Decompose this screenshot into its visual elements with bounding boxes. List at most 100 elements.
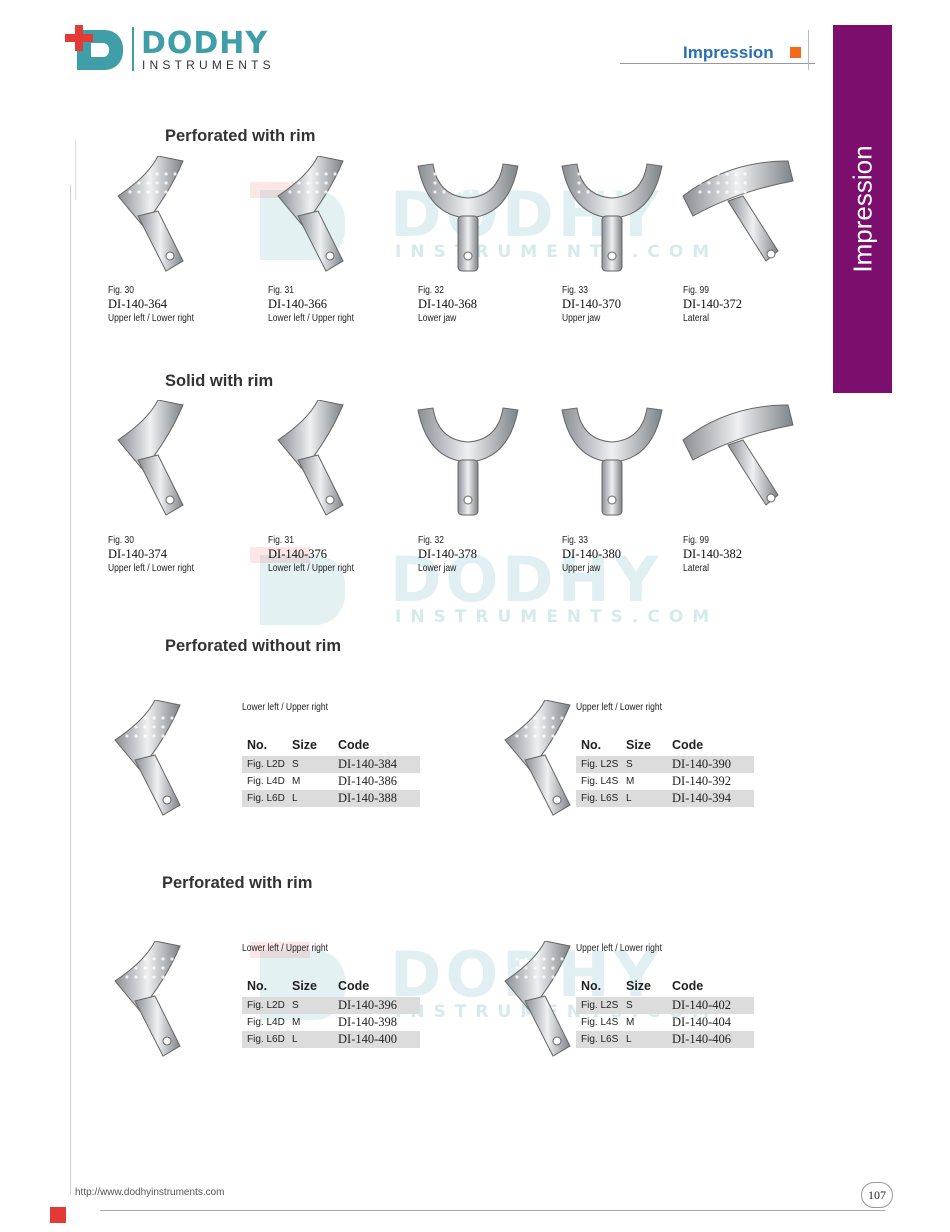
column-header: Code [338,979,370,993]
row-fig: Fig. L4S [581,1017,619,1028]
column-header: No. [581,738,602,752]
product-code: DI-140-378 [418,547,478,561]
column-header: Size [292,979,318,993]
product-fig: Fig. 32 [418,535,444,546]
row-size: M [626,1017,635,1028]
section-title: Solid with rim [165,372,274,390]
tray-image [557,156,667,281]
row-code: DI-140-392 [672,774,732,788]
tray-image [678,400,798,525]
table-caption: Lower left / Upper right [242,702,328,713]
row-fig: Fig. L2D [247,1000,285,1011]
left-margin-rule [70,185,71,1195]
footer-url[interactable]: http://www.dodhyinstruments.com [75,1187,225,1198]
table-header: No. Size Code [242,979,420,997]
row-code: DI-140-404 [672,1015,732,1029]
watermark-subtext: INSTRUMENTS.COM [395,607,719,627]
section-title: Perforated with rim [162,874,313,892]
tray-image [108,155,198,281]
row-fig: Fig. L6S [581,793,619,804]
column-header: Code [672,979,704,993]
column-header: Size [626,979,652,993]
row-fig: Fig. L2D [247,759,285,770]
product-code: DI-140-380 [562,547,622,561]
product-desc: Upper jaw [562,563,601,574]
column-header: Size [626,738,652,752]
section-title: Perforated with rim [165,127,316,145]
product-fig: Fig. 30 [108,285,134,296]
row-code: DI-140-390 [672,757,732,771]
row-code: DI-140-402 [672,998,732,1012]
product-code: DI-140-372 [683,297,743,311]
product-desc: Lateral [683,563,709,574]
product-fig: Fig. 99 [683,535,709,546]
watermark-text: DODHY [390,543,663,616]
table-row: Fig. L2D S DI-140-384 [242,756,420,773]
product-desc: Lateral [683,313,709,324]
row-size: L [626,1034,632,1045]
row-code: DI-140-384 [338,757,398,771]
product-code: DI-140-368 [418,297,478,311]
table-header: No. Size Code [576,979,754,997]
column-header: No. [247,979,268,993]
row-fig: Fig. L2S [581,759,619,770]
row-code: DI-140-388 [338,791,398,805]
column-header: Code [672,738,704,752]
product-desc: Upper jaw [562,313,601,324]
table-header: No. Size Code [576,738,754,756]
product-fig: Fig. 33 [562,285,588,296]
tray-image [413,400,523,525]
column-header: No. [247,738,268,752]
table-row: Fig. L4S M DI-140-404 [576,1014,754,1031]
footer-red-square [50,1207,66,1223]
product-desc: Lower jaw [418,563,457,574]
row-size: S [626,1000,633,1011]
product-code: DI-140-364 [108,297,168,311]
sidebar-label: Impression [847,145,877,273]
row-code: DI-140-406 [672,1032,732,1046]
watermark-mark [260,555,345,625]
product-fig: Fig. 30 [108,535,134,546]
header-title: Impression [683,43,774,62]
tray-image [495,940,585,1066]
product-desc: Lower left / Upper right [268,563,354,574]
product-desc: Lower left / Upper right [268,313,354,324]
brand-logo: DODHY INSTRUMENTS [65,25,300,75]
table-caption: Lower left / Upper right [242,943,328,954]
tray-image [495,699,585,825]
watermark-cross [250,547,310,563]
product-fig: Fig. 32 [418,285,444,296]
header-accent-square [790,47,801,58]
product-code: DI-140-376 [268,547,328,561]
product-desc: Upper left / Lower right [108,563,194,574]
product-code: DI-140-374 [108,547,168,561]
footer-rule [100,1210,885,1211]
watermark-cross [250,942,310,958]
column-header: No. [581,979,602,993]
tray-image [105,940,195,1066]
row-size: S [292,759,299,770]
tray-image [678,156,798,281]
product-code: DI-140-370 [562,297,622,311]
